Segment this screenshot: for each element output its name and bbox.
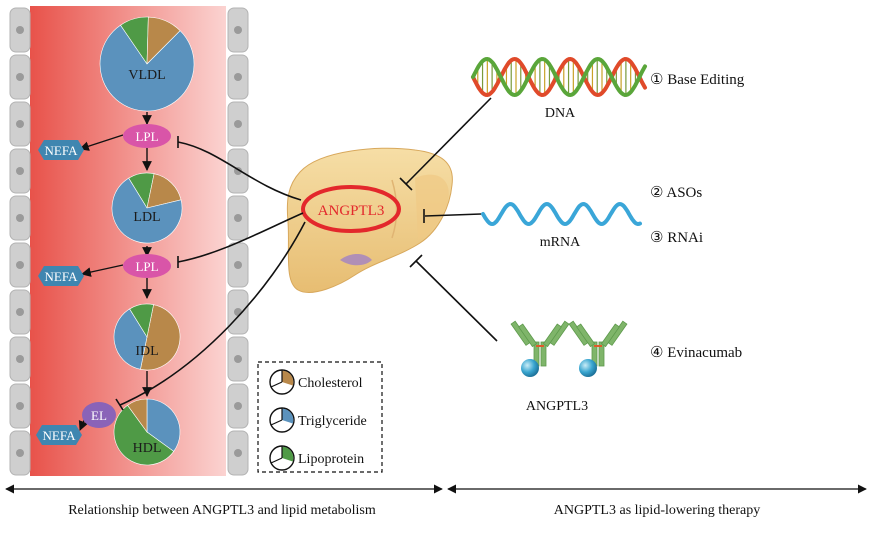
left-wall-dot [16,73,24,81]
footer-left-caption: Relationship between ANGPTL3 and lipid m… [68,503,376,518]
antibody-inhibit-bar [409,254,423,268]
mrna-inhibit-line [424,213,482,217]
left-wall-dot [16,26,24,34]
mrna-strand [481,201,642,227]
legend-pie-icon [269,369,295,395]
legend-label: Cholesterol [298,376,363,391]
antibody-label: ANGPTL3 [526,399,588,414]
left-wall-dot [16,261,24,269]
right-wall-dot [234,120,242,128]
therapy-lines [399,97,498,342]
hdl-label: HDL [133,441,162,456]
idl-pie: IDL [113,303,181,371]
ldl-slice-triglyceride [111,177,183,244]
right-wall-dot [234,26,242,34]
angptl3-label: ANGPTL3 [318,203,385,219]
therapy-base-editing: ① Base Editing [650,72,745,88]
nefa-label-3: NEFA [43,428,77,443]
right-wall-dot [234,261,242,269]
vessel-wall-left [9,7,31,476]
el-label: EL [91,408,107,423]
inhibit-el [119,221,306,406]
inhibit-bar-el [115,398,124,411]
right-wall-dot [234,402,242,410]
vldl-slice-triglyceride [99,24,195,112]
arrow-lpl-nefa-2 [81,264,124,277]
dna-inhibit-bar [399,177,413,191]
hdl-slice-lipoprotein [113,404,175,466]
legend-item: Triglyceride [269,407,367,433]
right-wall-dot [234,355,242,363]
legend-label: Lipoprotein [298,452,364,467]
el-enzyme: EL [82,402,116,428]
inhibit-lpl-2 [177,212,304,263]
vldl-pie: VLDL [99,16,195,112]
legend-pie-icon [269,445,295,471]
left-wall-dot [16,355,24,363]
lipoprotein-pies: VLDL LDL IDL HDL [99,16,195,466]
therapy-rnai: ③ RNAi [650,230,703,246]
antibody-icons [510,320,628,377]
legend-item: Lipoprotein [269,445,364,471]
hdl-pie: HDL [113,398,181,466]
dna-strand-2 [471,56,647,98]
therapy-evinacumab: ④ Evinacumab [650,345,742,361]
legend-item: Cholesterol [269,369,363,395]
legend-label: Triglyceride [298,414,367,429]
dna-helix-icon [471,56,647,98]
left-wall-dot [16,402,24,410]
therapy-asos: ② ASOs [650,185,702,201]
idl-label: IDL [135,344,158,359]
dna-inhibit-line [405,97,492,185]
nefa-1: NEFA [38,140,84,160]
inhibit-lpl-1 [177,141,302,201]
dna-label: DNA [545,106,576,121]
idl-slice-lipoprotein [129,303,154,338]
nefa-2: NEFA [38,266,84,286]
arrow-lpl-nefa-1 [79,134,124,151]
left-wall-dot [16,449,24,457]
inhibition-lines [115,136,306,411]
right-wall-dot [234,73,242,81]
nefa-3: NEFA [36,425,82,445]
lpl-enzyme-1: LPL [123,124,171,148]
vldl-label: VLDL [128,68,165,83]
ldl-pie: LDL [111,172,183,244]
left-wall-dot [16,120,24,128]
legend-pie-icon [269,407,295,433]
mrna-label: mRNA [540,235,581,250]
antibody-inhibit-line [415,260,498,342]
lpl-label-2: LPL [135,259,158,274]
ldl-label: LDL [133,210,160,225]
left-wall-dot [16,214,24,222]
nefa-label-1: NEFA [45,143,79,158]
mrna-strand-icon [481,201,642,227]
ldl-slice-cholesterol [146,173,182,209]
hdl-slice-triglyceride [146,398,181,452]
right-wall-dot [234,214,242,222]
lpl-enzyme-2: LPL [123,254,171,278]
liver: ANGPTL3 [286,147,453,293]
vessel-wall-right [227,7,249,476]
angptl3-ring [301,185,401,233]
lpl-label-1: LPL [135,129,158,144]
left-wall-dot [16,167,24,175]
evinacumab-antibody-icon [568,320,628,377]
left-wall-dot [16,308,24,316]
hdl-slice-cholesterol [127,398,148,433]
footer-right-caption: ANGPTL3 as lipid-lowering therapy [554,503,760,518]
evinacumab-antibody-icon [510,320,570,377]
nefa-label-2: NEFA [45,269,79,284]
right-wall-dot [234,449,242,457]
